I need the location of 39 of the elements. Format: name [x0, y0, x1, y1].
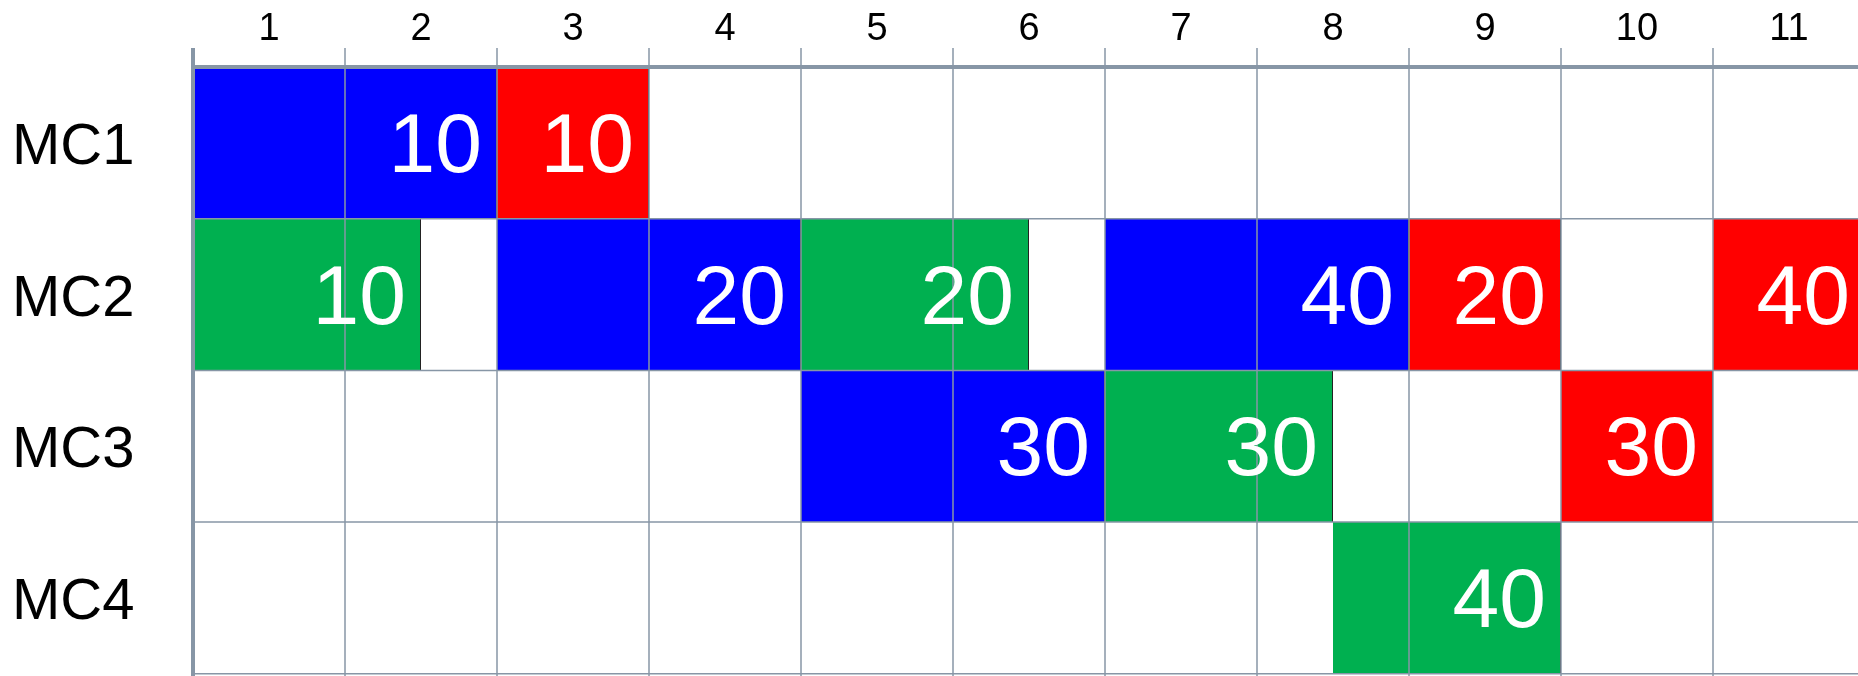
task-duration: 10 — [540, 100, 635, 185]
machine-label: MC1 — [12, 114, 135, 173]
task-duration: 40 — [1756, 252, 1851, 337]
column-number: 3 — [561, 8, 585, 46]
task-bar — [193, 67, 497, 219]
task-duration: 40 — [1300, 252, 1395, 337]
task-duration: 20 — [1452, 252, 1547, 337]
machine-label: MC3 — [12, 418, 135, 477]
task-duration: 30 — [1224, 404, 1319, 489]
task-bar — [801, 218, 1029, 371]
task-bar — [1561, 370, 1713, 523]
task-duration: 10 — [388, 100, 483, 185]
task-bar — [497, 218, 801, 371]
column-number: 10 — [1614, 8, 1660, 46]
column-number: 7 — [1169, 8, 1193, 46]
task-duration: 10 — [312, 252, 407, 337]
task-bar — [497, 67, 649, 219]
column-number: 9 — [1473, 8, 1497, 46]
task-bar — [1713, 218, 1858, 371]
task-bar — [193, 218, 421, 371]
task-duration: 20 — [920, 252, 1015, 337]
task-duration: 40 — [1452, 555, 1547, 640]
task-bar — [801, 370, 1105, 523]
machine-label: MC2 — [12, 266, 135, 325]
column-number: 2 — [409, 8, 433, 46]
task-bar — [1105, 218, 1409, 371]
task-duration: 30 — [996, 404, 1091, 489]
column-number: 4 — [713, 8, 737, 46]
column-number: 5 — [865, 8, 889, 46]
column-number: 11 — [1768, 8, 1810, 46]
task-duration: 20 — [692, 252, 787, 337]
task-bar — [1333, 522, 1561, 674]
task-bar — [1105, 370, 1333, 523]
task-duration: 30 — [1604, 404, 1699, 489]
task-bar — [1409, 218, 1561, 371]
column-number: 6 — [1017, 8, 1041, 46]
column-number: 1 — [257, 8, 281, 46]
column-number: 8 — [1321, 8, 1345, 46]
machine-label: MC4 — [12, 569, 135, 628]
